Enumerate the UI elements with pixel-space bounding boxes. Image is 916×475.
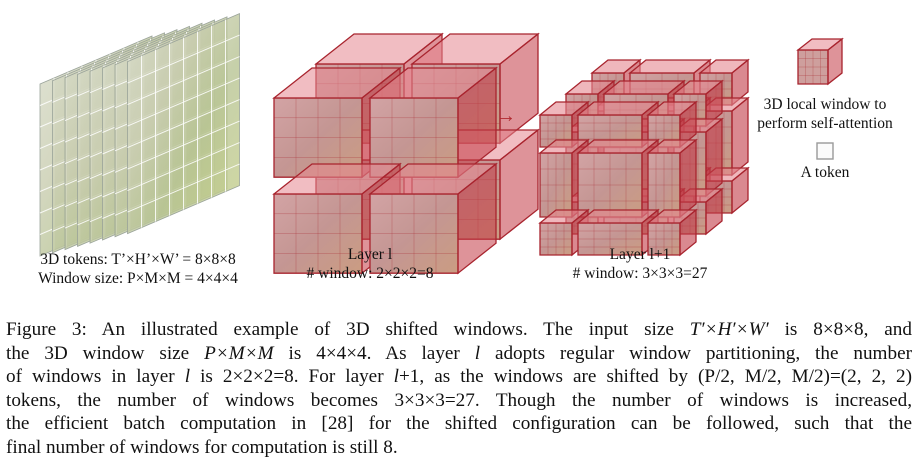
layer-l1-title: Layer l+1: [609, 246, 671, 263]
window-legend-icon: [796, 37, 844, 86]
window-box: [368, 162, 498, 275]
box-side: [457, 66, 497, 179]
token-legend-label: A token: [800, 164, 850, 181]
box-side: [679, 100, 697, 149]
figure-drawing: [39, 12, 844, 275]
caption-line-6: final number of windows for computation …: [6, 436, 398, 458]
figure-caption: Figure 3: An illustrated example of 3D s…: [6, 318, 912, 460]
grid-line-h: [127, 142, 240, 192]
window-legend-line1: 3D local window to: [763, 96, 887, 113]
figure-3: 3D tokens: T’×H’×W’ = 8×8×8 Window size:…: [4, 12, 908, 288]
window-box: [646, 208, 698, 257]
tokens-label: 3D tokens: T’×H’×W’ = 8×8×8 Window size:…: [4, 250, 272, 288]
window-legend-label: 3D local window to perform self-attentio…: [742, 95, 908, 133]
box-side: [827, 37, 843, 86]
caption-line-2: the 3D window size P×M×M is 4×4×4. As la…: [6, 342, 912, 364]
window-box: [646, 138, 698, 219]
box-side: [731, 58, 749, 107]
box-side: [731, 96, 749, 177]
window-box: [576, 138, 660, 219]
layer-l-window-cube: [272, 32, 540, 275]
box-side: [457, 162, 497, 275]
layer-l1-window-count: # window: 3×3×3=27: [572, 265, 708, 282]
layer-l-title: Layer l: [347, 246, 393, 263]
tokens-size-label: 3D tokens: T’×H’×W’ = 8×8×8: [40, 251, 236, 268]
box-side: [679, 138, 697, 219]
token-frame-stack: [39, 12, 240, 257]
window-legend-line2: perform self-attention: [757, 115, 893, 132]
box-side: [499, 32, 539, 145]
box-side: [705, 187, 723, 236]
box-side: [705, 117, 723, 198]
grid-line-h: [127, 99, 240, 149]
window-box: [368, 66, 498, 179]
layer-l-label: Layer l # window: 2×2×2=8: [270, 245, 470, 283]
token-frame: [127, 12, 240, 235]
box-side: [705, 79, 723, 128]
caption-line-4: tokens, the number of windows becomes 3×…: [6, 389, 912, 411]
layer-l-window-count: # window: 2×2×2=8: [306, 265, 434, 282]
caption-line-3: of windows in layer l is 2×2×2=8. For la…: [6, 366, 912, 388]
token-legend-icon: [816, 142, 834, 160]
window-box: [646, 100, 698, 149]
shift-arrow-icon: →: [496, 105, 516, 127]
caption-line-5: the efficient batch computation in [28] …: [6, 413, 912, 435]
caption-line-1: Figure 3: An illustrated example of 3D s…: [6, 319, 912, 340]
grid-line-h: [127, 163, 240, 213]
window-box: [796, 37, 844, 86]
box-side: [499, 128, 539, 241]
layer-l1-label: Layer l+1 # window: 3×3×3=27: [530, 245, 750, 283]
box-side: [731, 166, 749, 215]
grid-line-h: [127, 120, 240, 170]
window-size-label: Window size: P×M×M = 4×4×4: [38, 270, 238, 287]
box-side: [679, 208, 697, 257]
layer-l1-window-cube: [538, 58, 750, 257]
